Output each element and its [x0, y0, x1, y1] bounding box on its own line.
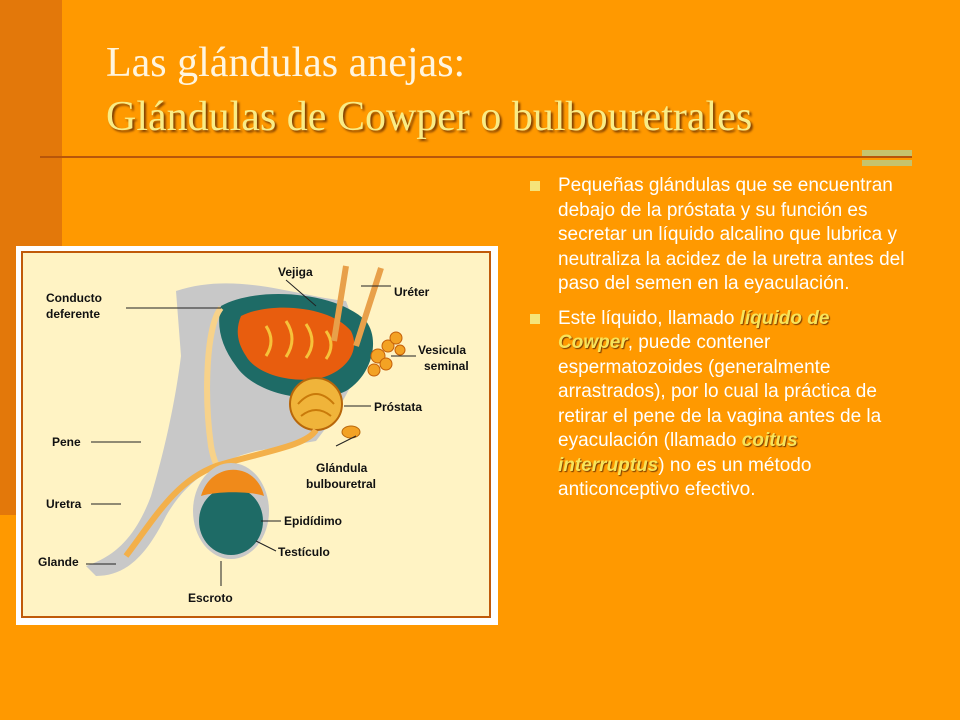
highlight-liquido-de-cowper: líquido de Cowper — [558, 307, 830, 354]
cowper-gland — [341, 425, 361, 439]
seminal-vesicle — [367, 331, 406, 377]
bullet-list: Pequeñas glándulas que se encuentran deb… — [526, 174, 906, 513]
bullet-square-icon — [530, 313, 540, 324]
label-vesicula-2: seminal — [424, 359, 469, 373]
label-conducto-2: deferente — [46, 307, 100, 321]
slide-title: Las glándulas anejas: Glándulas de Cowpe… — [106, 36, 926, 144]
label-escroto: Escroto — [188, 591, 233, 605]
label-prostata: Próstata — [374, 400, 422, 414]
label-pene: Pene — [52, 435, 81, 449]
prostate-gland — [289, 377, 343, 431]
bullet-2-text-mid: , puede contener espermatozoides (genera… — [558, 332, 882, 451]
label-glande: Glande — [38, 555, 79, 569]
anatomy-figure: Vejiga Uréter Conducto deferente Vesicul… — [16, 246, 498, 625]
title-divider — [40, 156, 912, 158]
bullet-1-text: Pequeñas glándulas que se encuentran deb… — [558, 175, 905, 294]
divider-accent-top — [862, 150, 912, 156]
label-uretra: Uretra — [46, 497, 82, 511]
bullet-2-text-post: ) no es un método anticonceptivo efectiv… — [558, 454, 812, 501]
label-ureter: Uréter — [394, 285, 430, 299]
bladder-folds — [264, 320, 333, 360]
title-line-2: Glándulas de Cowper o bulbouretrales — [106, 94, 753, 140]
bullet-square-icon — [530, 181, 540, 191]
epididymis — [201, 469, 264, 496]
label-glandula-2: bulbouretral — [306, 477, 376, 491]
testicle — [199, 487, 263, 555]
label-vejiga: Vejiga — [278, 265, 313, 279]
ureter-tubes — [331, 265, 384, 347]
label-epididimo: Epidídimo — [284, 514, 342, 528]
label-testiculo: Testículo — [278, 545, 330, 559]
urethra-tube — [123, 428, 319, 558]
title-line-1: Las glándulas anejas: — [106, 40, 466, 86]
bullet-item-2: Este líquido, llamado líquido de Cowper,… — [526, 307, 906, 503]
label-conducto-1: Conducto — [46, 291, 102, 305]
divider-accent-bottom — [862, 160, 912, 166]
highlight-coitus-interruptus: coitus interruptus — [558, 430, 798, 476]
bullet-2-text-pre: Este líquido, llamado — [558, 307, 740, 329]
bullet-item-1: Pequeñas glándulas que se encuentran deb… — [526, 174, 906, 297]
label-vesicula-1: Vesicula — [418, 343, 466, 357]
anatomy-diagram: Vejiga Uréter Conducto deferente Vesicul… — [38, 265, 469, 605]
label-glandula-1: Glándula — [316, 461, 368, 475]
